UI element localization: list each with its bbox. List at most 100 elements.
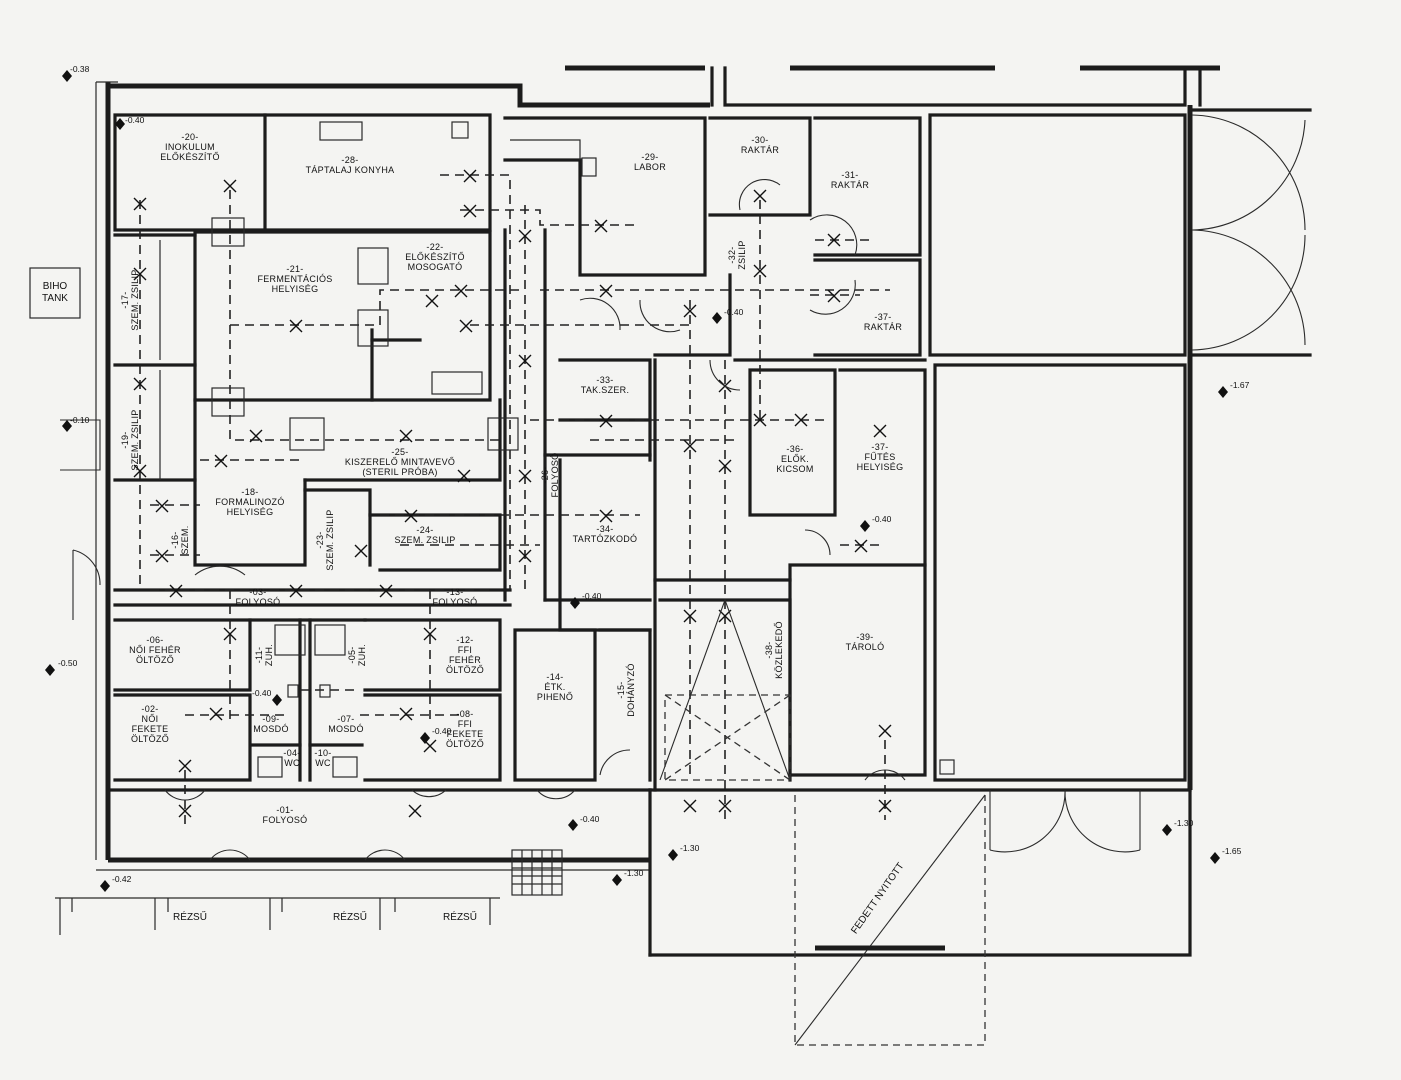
room-label-r13: -13-FOLYOSÓ bbox=[433, 587, 478, 607]
room-label-line: -28- bbox=[341, 155, 358, 165]
room-label-line: SZEM. ZSILIP bbox=[325, 509, 335, 570]
room-label-line: RAKTÁR bbox=[864, 322, 903, 332]
room-label-line: HELYISÉG bbox=[272, 284, 319, 294]
room-label-line: ÖLTÖZŐ bbox=[131, 734, 169, 744]
level-label: -1.67 bbox=[1230, 380, 1250, 390]
room-label-line: KISZERELŐ MINTAVEVŐ bbox=[345, 457, 455, 467]
room-label-line: MOSDÓ bbox=[253, 724, 289, 734]
room-label-line: -02- bbox=[141, 704, 158, 714]
air-handler-icon bbox=[289, 417, 325, 451]
room-label-r07: -07-MOSDÓ bbox=[328, 714, 364, 734]
room-label-line: -32- bbox=[727, 246, 737, 263]
room-label-line: -39- bbox=[856, 632, 873, 642]
sink-icon bbox=[319, 121, 363, 141]
room-label-line: -22- bbox=[426, 242, 443, 252]
room-label-r36: -36-ELŐK.KICSOM bbox=[776, 444, 813, 474]
room-label-line: ELŐK. bbox=[781, 454, 809, 464]
room-label-line: WC bbox=[315, 758, 331, 768]
level-label: -1.30 bbox=[1174, 818, 1194, 828]
air-handler-icon bbox=[357, 247, 389, 285]
level-label: -0.38 bbox=[70, 64, 90, 74]
room-label-r28: -28-TÁPTALAJ KONYHA bbox=[306, 155, 395, 175]
tank-label-line-2: TANK bbox=[42, 293, 68, 304]
room-label-line: FORMALINOZÓ bbox=[215, 497, 284, 507]
stair bbox=[511, 849, 563, 896]
room-label-line: TAK.SZER. bbox=[581, 385, 630, 395]
room-label-r38: -38-KÖZLEKEDŐ bbox=[764, 621, 784, 679]
rezso-label: RÉZSŰ bbox=[173, 909, 207, 923]
level-label: -0.40 bbox=[580, 814, 600, 824]
room-label-line: -36- bbox=[786, 444, 803, 454]
room-label-r14: -14-ÉTK.PIHENŐ bbox=[537, 672, 573, 702]
loading-area bbox=[659, 598, 986, 1046]
room-label-line: FFI bbox=[458, 645, 472, 655]
room-label-r31: -31-RAKTÁR bbox=[831, 170, 870, 190]
room-label-r16: -16-SZEM. bbox=[170, 525, 190, 554]
room-label-line: -18- bbox=[241, 487, 258, 497]
room-label-line: FŰTÉS bbox=[864, 452, 895, 462]
room-label-line: RAKTÁR bbox=[741, 145, 780, 155]
room-label-line: (STERIL PRÓBA) bbox=[362, 467, 437, 477]
room-label-r03: -03-FOLYOSÓ bbox=[236, 587, 281, 607]
level-labels: -0.38-0.40-0.10-0.50-0.42-0.40-0.40-0.40… bbox=[58, 64, 1250, 884]
room-label-r19: -19-SZEM. ZSILIP bbox=[120, 409, 140, 470]
room-label-line: -08- bbox=[456, 709, 473, 719]
room-label-r39: -39-TÁROLÓ bbox=[846, 632, 885, 652]
drain-icon bbox=[939, 759, 955, 775]
room-label-line: -23- bbox=[315, 531, 325, 548]
room-label-line: -06- bbox=[146, 635, 163, 645]
room-label-line: -11- bbox=[254, 647, 264, 664]
room-label-line: FOLYOSÓ bbox=[263, 815, 308, 825]
room-label-line: FOLYOSÓ bbox=[236, 597, 281, 607]
room-label-r10: -10-WC bbox=[314, 748, 331, 768]
room-label-line: ZUH. bbox=[264, 644, 274, 666]
room-label-line: INOKULUM bbox=[165, 142, 215, 152]
room-label-line: SZEM. ZSILIP bbox=[130, 269, 140, 330]
duct-box-icon bbox=[211, 217, 245, 247]
sink-icon bbox=[431, 371, 483, 395]
room-label-line: -07- bbox=[337, 714, 354, 724]
toilet-icon bbox=[332, 756, 358, 778]
room-label-r34: -34-TARTÓZKODÓ bbox=[573, 524, 638, 544]
room-label-line: ZSILIP bbox=[737, 240, 747, 269]
level-label: -1.30 bbox=[680, 843, 700, 853]
room-label-line: -25- bbox=[391, 447, 408, 457]
room-label-line: ÖLTÖZŐ bbox=[446, 665, 484, 675]
room-label-line: -05- bbox=[347, 646, 357, 663]
room-label-line: PIHENŐ bbox=[537, 692, 573, 702]
room-label-line: -38- bbox=[764, 641, 774, 658]
sink-icon bbox=[451, 121, 469, 139]
room-label-line: -33- bbox=[596, 375, 613, 385]
damper-symbols bbox=[133, 169, 892, 818]
room-label-line: TARTÓZKODÓ bbox=[573, 534, 638, 544]
level-label: -0.40 bbox=[872, 514, 892, 524]
room-label-line: MOSOGATÓ bbox=[408, 262, 463, 272]
washbasin-icon bbox=[319, 684, 331, 698]
tank-label-line-1: BIHO bbox=[43, 281, 68, 292]
exterior-walls bbox=[95, 65, 1312, 957]
sink-icon bbox=[581, 157, 597, 177]
room-label-line: -12- bbox=[456, 635, 473, 645]
room-label-r37b: -37-RAKTÁR bbox=[864, 312, 903, 332]
room-label-line: SZEM. ZSILIP bbox=[394, 535, 455, 545]
room-label-r11: -11-ZUH. bbox=[254, 644, 274, 666]
room-label-line: -14- bbox=[546, 672, 563, 682]
room-label-line: SZEM. bbox=[180, 525, 190, 554]
room-label-line: -19- bbox=[120, 431, 130, 448]
level-markers bbox=[45, 70, 1228, 892]
room-label-r04: -04-WC bbox=[283, 748, 300, 768]
room-label-line: NŐI bbox=[142, 714, 159, 724]
room-label-r17: -17-SZEM. ZSILIP bbox=[120, 269, 140, 330]
room-label-line: -24- bbox=[416, 525, 433, 535]
room-label-line: DOHÁNYZÓ bbox=[626, 663, 636, 716]
toilet-icon bbox=[257, 756, 283, 778]
room-label-line: FOLYOSÓ bbox=[433, 597, 478, 607]
biho-tank-box bbox=[29, 267, 81, 319]
